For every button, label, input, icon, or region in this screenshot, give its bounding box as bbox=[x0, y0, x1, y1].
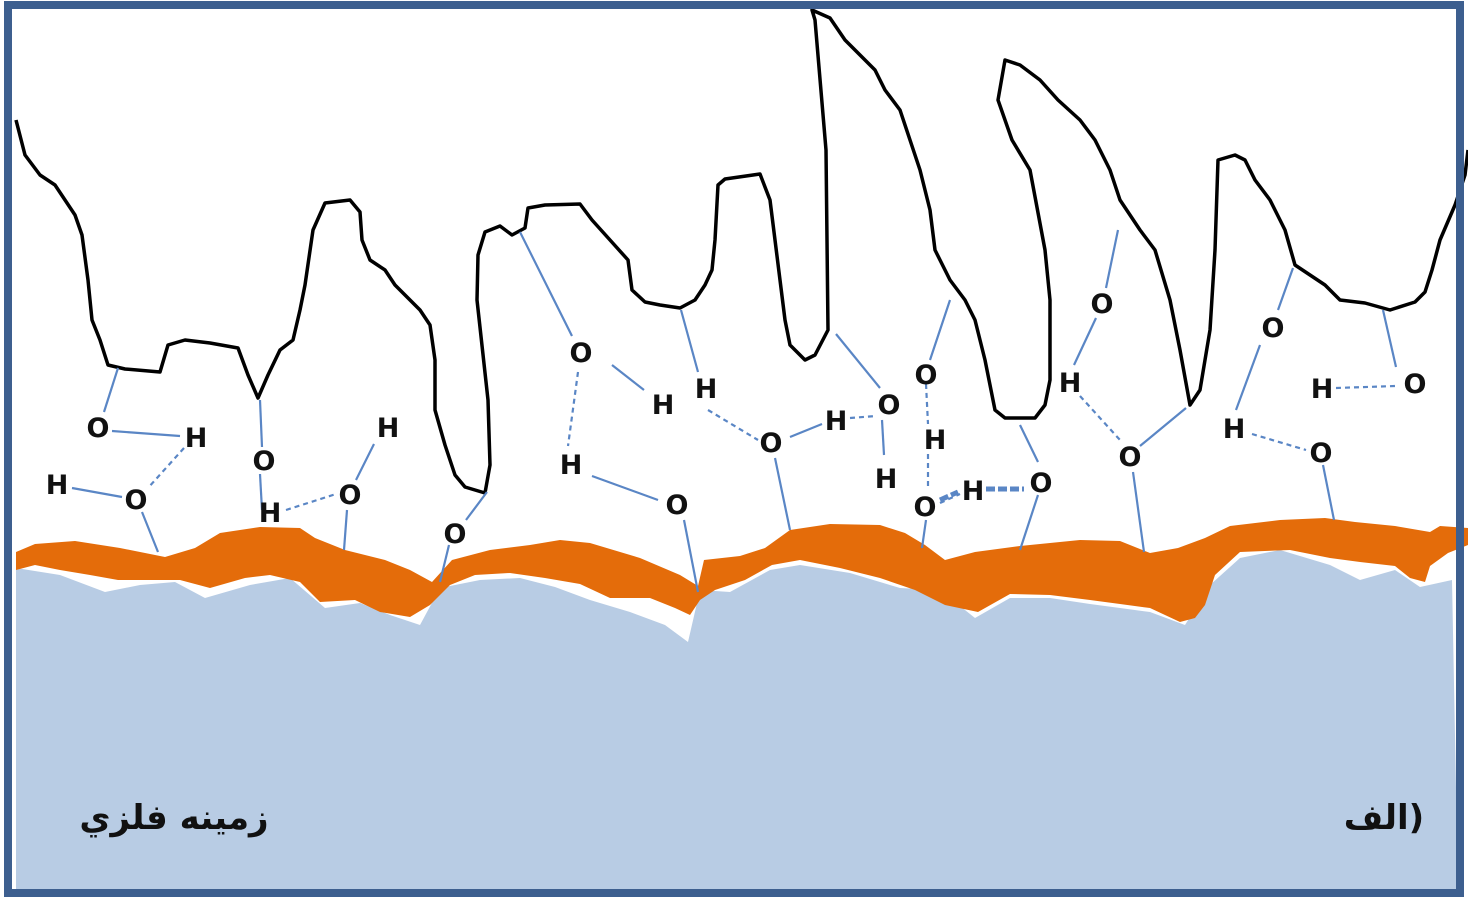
oxide-layer bbox=[16, 518, 1468, 622]
oxygen-label: O bbox=[570, 338, 593, 369]
oxygen-label: O bbox=[1404, 369, 1427, 400]
thick-hydrogen-bonds bbox=[938, 486, 1024, 503]
oxygen-label: O bbox=[1091, 289, 1114, 320]
hydrogen-bonds bbox=[147, 371, 1397, 512]
hydrogen-label: H bbox=[962, 476, 985, 507]
oxygen-label: O bbox=[914, 492, 937, 523]
oxygen-label: O bbox=[1310, 438, 1333, 469]
panel-label: (الف bbox=[1344, 798, 1424, 838]
oxygen-label: O bbox=[1030, 468, 1053, 499]
hydrogen-label: H bbox=[1311, 374, 1334, 405]
hydrogen-label: H bbox=[652, 390, 675, 421]
hydrogen-label: H bbox=[185, 423, 208, 454]
oxygen-label: O bbox=[444, 519, 467, 550]
oxygen-label: O bbox=[760, 428, 783, 459]
hydrogen-label: H bbox=[875, 464, 898, 495]
oxygen-label: O bbox=[253, 446, 276, 477]
frame bbox=[4, 1, 1464, 897]
hydrogen-label: H bbox=[1223, 414, 1246, 445]
metal-substrate bbox=[16, 550, 1458, 892]
oxygen-label: O bbox=[87, 413, 110, 444]
oxygen-label: O bbox=[1262, 313, 1285, 344]
oxygen-label: O bbox=[339, 480, 362, 511]
oxygen-label: O bbox=[1119, 442, 1142, 473]
hydrogen-label: H bbox=[259, 498, 282, 529]
hydrogen-label: H bbox=[924, 425, 947, 456]
substrate-label: زمينه فلزي bbox=[79, 798, 268, 838]
oxygen-label: O bbox=[878, 390, 901, 421]
hydrogen-label: H bbox=[377, 413, 400, 444]
oxygen-label: O bbox=[915, 360, 938, 391]
hydrogen-label: H bbox=[46, 470, 69, 501]
hydrogen-label: H bbox=[695, 374, 718, 405]
hydrogen-label: H bbox=[1059, 368, 1082, 399]
hydrogen-label: H bbox=[825, 406, 848, 437]
atom-labels: O H H O O H H O O O H H O H O H O H O H … bbox=[46, 289, 1427, 550]
covalent-bonds bbox=[71, 229, 1398, 593]
adhesive-surface-profile bbox=[14, 8, 1468, 495]
oxygen-label: O bbox=[666, 490, 689, 521]
oxygen-label: O bbox=[125, 485, 148, 516]
hydrogen-label: H bbox=[560, 450, 583, 481]
